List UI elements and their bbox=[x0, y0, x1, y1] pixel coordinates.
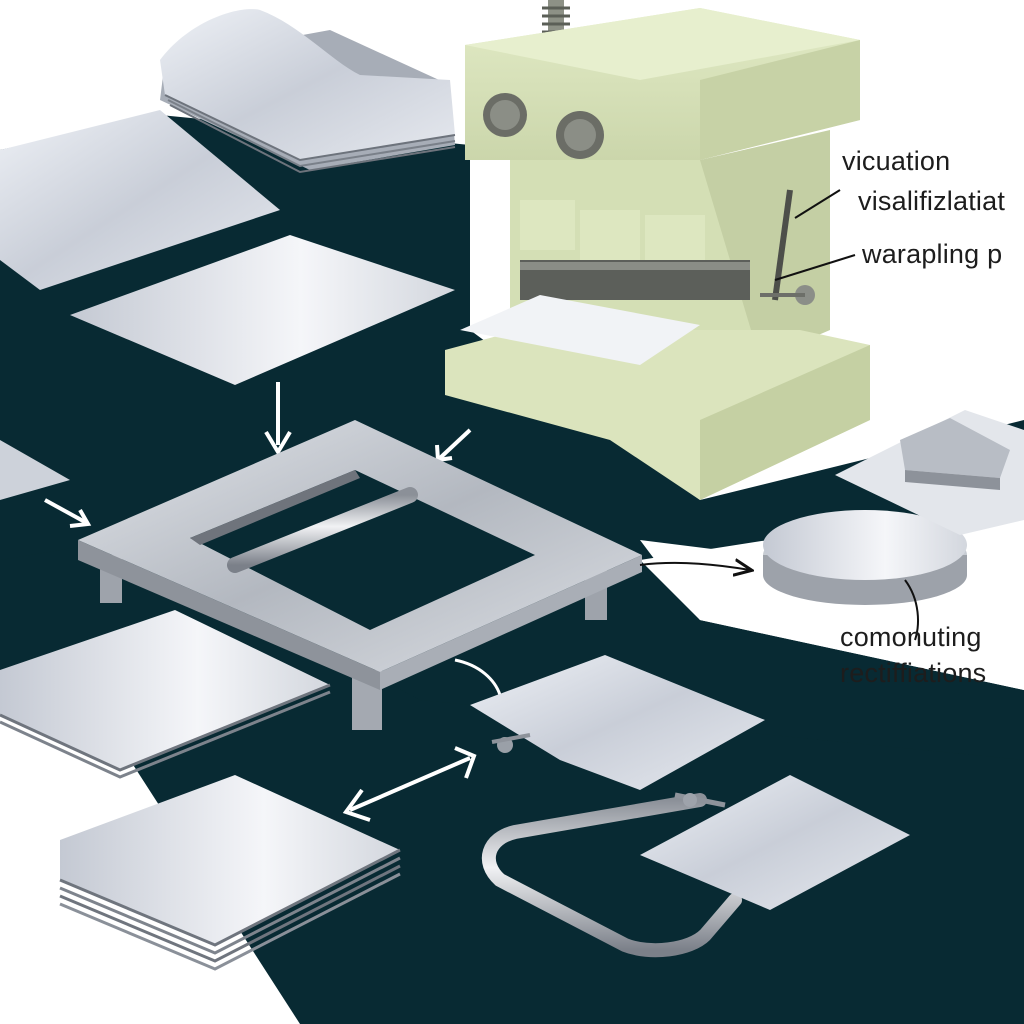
metal-sheet-large bbox=[0, 110, 280, 290]
sheet-stack-bottom bbox=[59, 775, 401, 971]
curved-sheet bbox=[470, 655, 765, 790]
leader-comonuting bbox=[904, 579, 919, 641]
double-arrow bbox=[342, 746, 477, 822]
metal-sheet-left bbox=[0, 440, 70, 500]
sheet-stack-top bbox=[160, 9, 456, 174]
leader-vicuation bbox=[794, 189, 841, 219]
arrow-down-left bbox=[264, 382, 292, 456]
arrow-frame-to-sheet bbox=[454, 658, 502, 696]
arrow-left-into-frame bbox=[44, 498, 92, 528]
label-warapling: warapling p bbox=[862, 239, 1003, 269]
sheet-in-press bbox=[460, 295, 700, 365]
bent-part bbox=[835, 410, 1024, 535]
sheet-on-rod bbox=[640, 775, 910, 910]
metal-sheet-middle bbox=[70, 235, 455, 385]
leader-warapling bbox=[774, 254, 856, 281]
sheet-stack-under-frame bbox=[0, 610, 331, 779]
square-frame-fixture bbox=[78, 420, 642, 730]
disc-part bbox=[763, 510, 967, 605]
label-vicuation: vicuation bbox=[842, 146, 951, 176]
label-comonuting: comonuting bbox=[840, 622, 982, 652]
label-visalifizlatiat: visalifizlatiat bbox=[858, 186, 1006, 216]
label-rectiffiations: rectiffiations bbox=[840, 658, 987, 688]
u-shaped-rod bbox=[482, 792, 742, 958]
arrow-to-disc bbox=[639, 563, 750, 570]
press-machine bbox=[445, 0, 870, 500]
